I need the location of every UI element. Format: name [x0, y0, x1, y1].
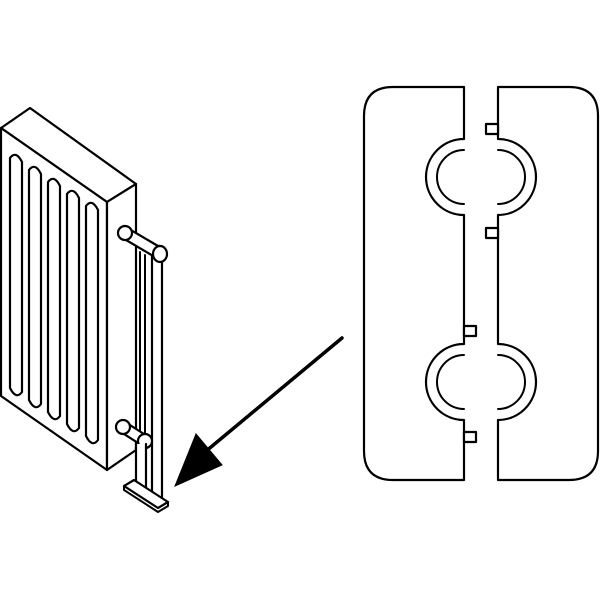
radiator: [0, 106, 170, 513]
vertical-pipe: [150, 250, 164, 500]
rosette-left-half: [362, 85, 466, 482]
upper-pipe-elbow: [151, 244, 169, 264]
arrow-shaft: [203, 336, 344, 454]
radiator-valve-pipes: [114, 224, 170, 513]
lower-pipe-end: [114, 418, 132, 436]
rosette-right-half: [496, 85, 600, 482]
radiator-fin: [84, 201, 100, 445]
radiator-fin: [27, 165, 43, 409]
rosette-right-tab: [484, 122, 500, 136]
left-upper-opening-lip: [436, 149, 465, 205]
floor-plate-edge: [123, 485, 169, 513]
right-upper-opening-lip: [497, 149, 526, 205]
right-lower-opening-lip: [497, 354, 526, 410]
left-lower-opening-lip: [436, 354, 465, 410]
radiator-fins: [8, 153, 100, 445]
pointer-arrow: [174, 336, 344, 487]
rosette-left-tab: [462, 324, 478, 338]
rosette-left-tab: [462, 430, 478, 444]
upper-pipe-end: [116, 224, 134, 242]
radiator-fin: [65, 189, 81, 433]
radiator-fin: [46, 177, 62, 421]
radiator-fin: [8, 153, 24, 397]
rosette-right-tab: [484, 226, 500, 240]
arrow-head: [174, 433, 223, 487]
pipe-cover-rosette: [362, 85, 600, 482]
